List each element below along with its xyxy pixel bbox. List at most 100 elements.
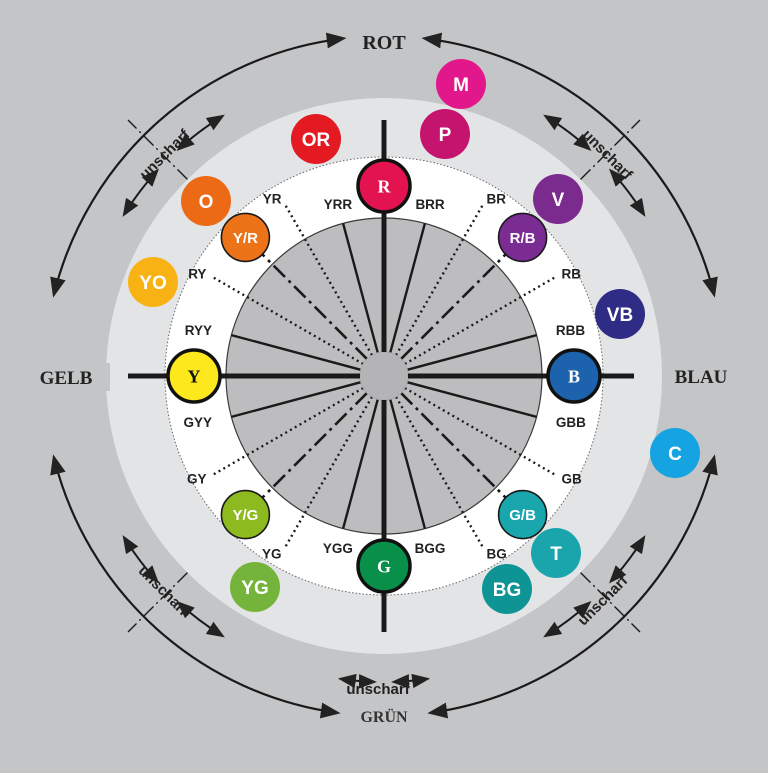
unscharf-label-bottom: unscharf [346,681,410,698]
outer-circle-label: T [550,544,562,565]
spoke-285 [231,333,362,371]
secondary-label: G/B [509,507,536,524]
unscharf-label-bottom-left: unscharf [135,562,193,620]
spoke-240 [210,386,364,478]
outer-arc-0 [421,32,718,298]
inner-arrow-8 [391,673,431,689]
outer-arcs [50,32,718,719]
outer-circle-p: P [420,109,470,159]
inner-arrow-2 [608,535,646,584]
outer-circle-label: BG [493,580,522,601]
dash-dot-line-135 [580,572,641,633]
primary-circle-y: Y [166,348,222,404]
spoke-300 [210,274,364,366]
outer-arc-3 [50,32,347,298]
outer-circle-label: YO [139,273,166,294]
dash-dot-lines [127,119,641,633]
secondary-circle-gb: G/B [497,489,548,540]
outer-arc-2 [50,454,341,719]
primary-label: Y [188,367,201,387]
tick-label-ygg: YGG [323,541,353,556]
tick-label-rb: RB [562,267,582,282]
outer-circle-label: OR [302,130,331,151]
inner-arrow-9 [337,673,377,689]
secondary-circles: R/B G/B Y/G Y/R [220,212,548,540]
secondary-label: Y/R [233,230,258,247]
inner-arrow-1 [608,168,646,217]
tick-label-bgg: BGG [415,541,446,556]
spoke-105 [406,381,537,419]
unscharf-label-top-right: unscharf [579,126,637,184]
dash-dot-line-45 [580,119,641,180]
outer-circle-t: T [531,528,581,578]
outer-circle-o: O [181,176,231,226]
tick-label-ry: RY [188,267,206,282]
unscharf-label-bottom-right: unscharf [574,572,632,630]
outer-circle-yg: YG [230,562,280,612]
outer-circle-label: M [453,75,469,96]
spoke-15 [389,223,427,354]
outer-circle-yo: YO [128,257,178,307]
spoke-165 [389,398,427,529]
inner-arrow-6 [122,168,160,217]
outer-circle-label: P [439,125,452,146]
inner-arrow-5 [122,535,160,584]
inner-arrow-7 [176,114,225,152]
inner-arrow-3 [543,600,592,638]
tick-label-yrr: YRR [324,197,353,212]
primary-circle-b: B [546,348,602,404]
direction-left-label: GELB [40,368,93,389]
tick-label-bg: BG [487,547,507,562]
tick-label-brr: BRR [415,197,444,212]
direction-bottom-label: GRÜN [360,708,408,726]
spoke-75 [406,333,537,371]
spoke-60 [404,274,558,366]
secondary-label: Y/G [232,507,258,524]
outer-circle-label: V [552,190,565,211]
primary-label: B [568,367,580,387]
outer-circle-v: V [533,174,583,224]
tick-label-gb: GB [562,472,583,487]
outer-arc-1 [427,454,718,719]
center-hub [359,351,409,401]
tick-label-rbb: RBB [556,323,585,338]
outer-circle-label: C [668,444,682,465]
outer-circle-bg: BG [482,564,532,614]
spoke-255 [231,381,362,419]
spoke-195 [341,398,379,529]
inner-arrow-0 [543,114,592,152]
secondary-circle-yr: Y/R [220,212,271,263]
outer-circle-label: O [199,192,214,213]
tick-label-br: BR [487,191,507,206]
inner-arrows [122,114,646,689]
tick-label-gy: GY [187,472,207,487]
outer-circle-label: VB [607,305,633,326]
direction-top-label: ROT [362,32,406,54]
primary-label: R [378,177,392,197]
spoke-345 [341,223,379,354]
tick-label-ryy: RYY [185,323,212,338]
tick-label-gyy: GYY [184,415,213,430]
secondary-label: R/B [510,230,536,247]
spoke-120 [404,386,558,478]
dash-dot-line-225 [127,572,188,633]
secondary-circle-rb: R/B [497,212,548,263]
outer-circle-label: YG [241,578,268,599]
tick-label-yg: YG [262,547,282,562]
outer-circle-c: C [650,428,700,478]
outer-circle-m: M [436,59,486,109]
inner-arrow-4 [176,600,225,638]
tick-label-yr: YR [263,191,282,206]
secondary-circle-yg: Y/G [220,489,271,540]
outer-circle-vb: VB [595,289,645,339]
primary-label: G [377,557,391,577]
dash-dot-line-315 [127,119,188,180]
outer-circle-or: OR [291,114,341,164]
direction-right-label: BLAU [675,367,728,388]
primary-circle-r: R [356,158,412,214]
